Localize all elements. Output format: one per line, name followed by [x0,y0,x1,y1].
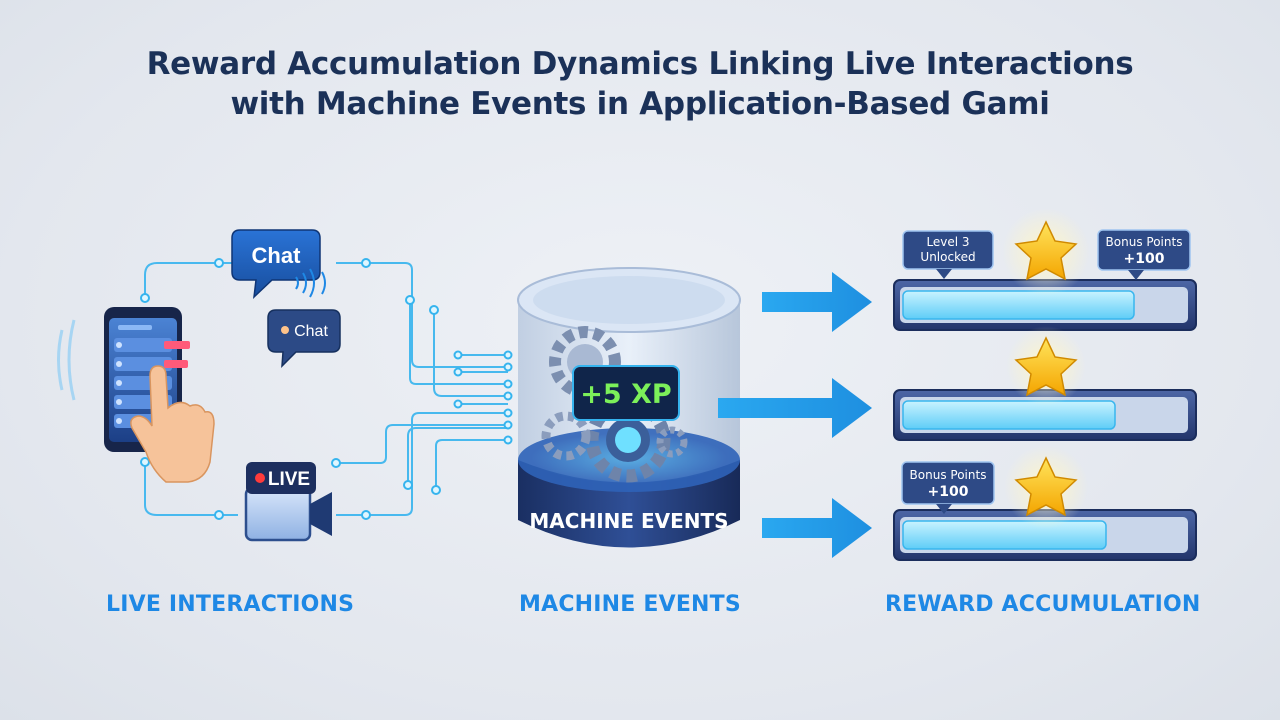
circuit-line-icon [144,462,238,516]
section-label-machine: MACHINE EVENTS [519,592,741,617]
star-icon [1006,326,1086,406]
section-label-reward: REWARD ACCUMULATION [885,592,1201,617]
xp-badge-text: +5 XP [580,379,671,410]
section-label-live: LIVE INTERACTIONS [106,592,355,617]
chat-bubble-small-label: Chat [294,323,328,340]
page-title: Reward Accumulation Dynamics Linking Liv… [0,44,1280,124]
reward-bar-3 [893,509,1197,561]
circuit-nodes [140,258,513,520]
callout-bonus-points: Bonus Points +100 [1097,229,1191,280]
title-line-2: with Machine Events in Application-Based… [230,86,1050,122]
circuit-line-icon [144,262,238,298]
reward-bar-fill [902,290,1135,320]
circuit-lines [144,262,508,516]
callout-line-1: Bonus Points [910,468,987,482]
reward-bar-fill [902,400,1116,430]
arrow-right-icon [718,378,872,438]
cylinder-label: MACHINE EVENTS [529,509,728,533]
callout-line-2: Unlocked [920,250,975,264]
hand-pointer-icon [130,365,215,483]
chat-bubble-icon: Chat [231,229,326,299]
callout-line-2: +100 [928,484,969,500]
live-badge: LIVE [268,469,310,490]
video-camera-icon: LIVE [244,462,332,542]
reward-bar-fill [902,520,1107,550]
callout-bonus-points: Bonus Points +100 [901,461,995,514]
callout-line-1: Level 3 [926,235,969,249]
title-line-1: Reward Accumulation Dynamics Linking Liv… [146,46,1134,82]
callout-line-1: Bonus Points [1106,235,1183,249]
arrow-right-icon [762,498,872,558]
reward-bar-2 [893,389,1197,441]
star-icon [1004,445,1088,529]
arrow-right-icon [762,272,872,332]
callout-line-2: +100 [1124,251,1165,267]
xp-badge: +5 XP [572,365,680,421]
chat-bubble-large-label: Chat [252,243,302,268]
star-icon [1002,208,1090,296]
chat-bubble-icon: Chat [267,309,341,368]
callout-level-unlocked: Level 3 Unlocked [902,230,994,279]
